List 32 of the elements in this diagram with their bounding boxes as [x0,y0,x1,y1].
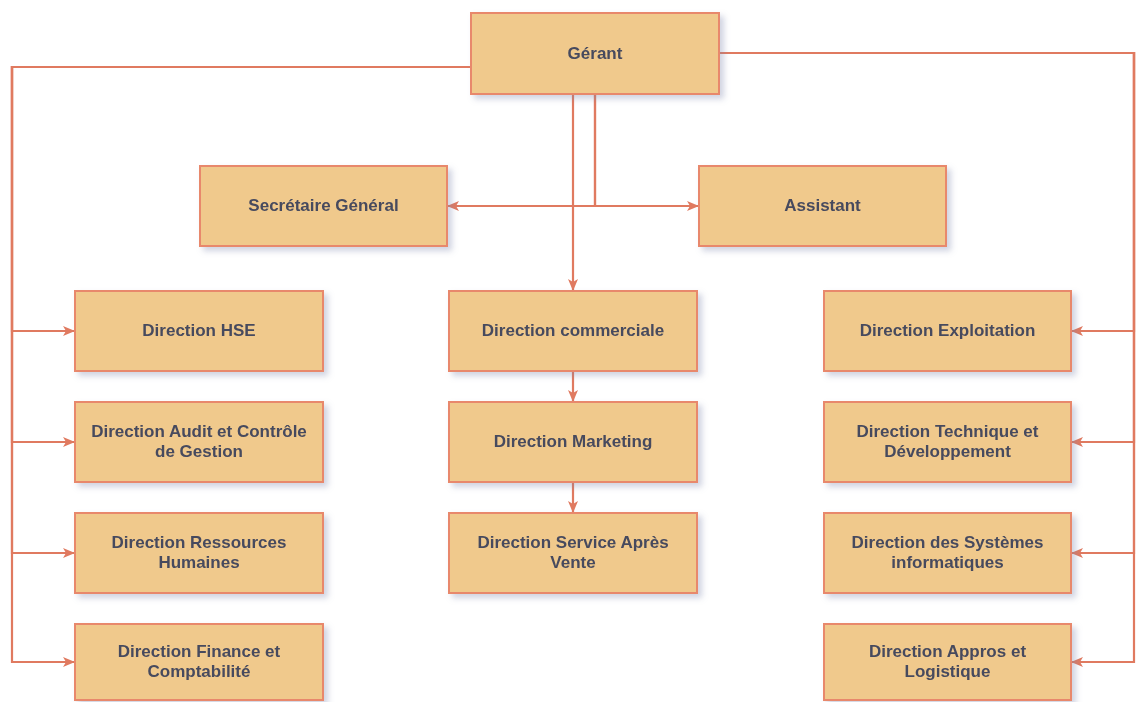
box-label: Direction des Systèmes informatiques [850,533,1045,573]
box-label: Direction Technique et Développement [855,422,1040,462]
box-label: Direction Ressources Humaines [110,533,288,573]
org-box [823,401,1072,483]
org-box [74,401,324,483]
org-box [199,165,448,247]
org-box [470,12,720,95]
connector-arrow [568,483,578,513]
box-label: Direction Finance et Comptabilité [116,642,282,682]
box-label: Direction Exploitation [859,321,1036,341]
box-label: Direction Appros et Logistique [867,642,1028,682]
box-label: Direction Service Après Vente [476,533,670,573]
box-label: Direction HSE [142,321,256,341]
box-label: Direction Marketing [493,432,653,452]
box-label: Direction Audit et Contrôle de Gestion [90,422,308,462]
org-box [448,512,698,594]
org-box [74,290,324,372]
connector-arrow [568,372,578,402]
org-box [448,401,698,483]
connector-arrow [568,95,578,291]
box-label: Direction commerciale [481,321,665,341]
org-box [74,623,324,701]
org-box [823,623,1072,701]
connector-arrow [593,95,699,211]
box-label: Secrétaire Général [248,196,399,216]
box-label: Assistant [784,196,861,216]
org-box [823,290,1072,372]
box-label: Gérant [567,43,623,64]
org-box [74,512,324,594]
org-box [698,165,947,247]
org-box [448,290,698,372]
org-box [823,512,1072,594]
